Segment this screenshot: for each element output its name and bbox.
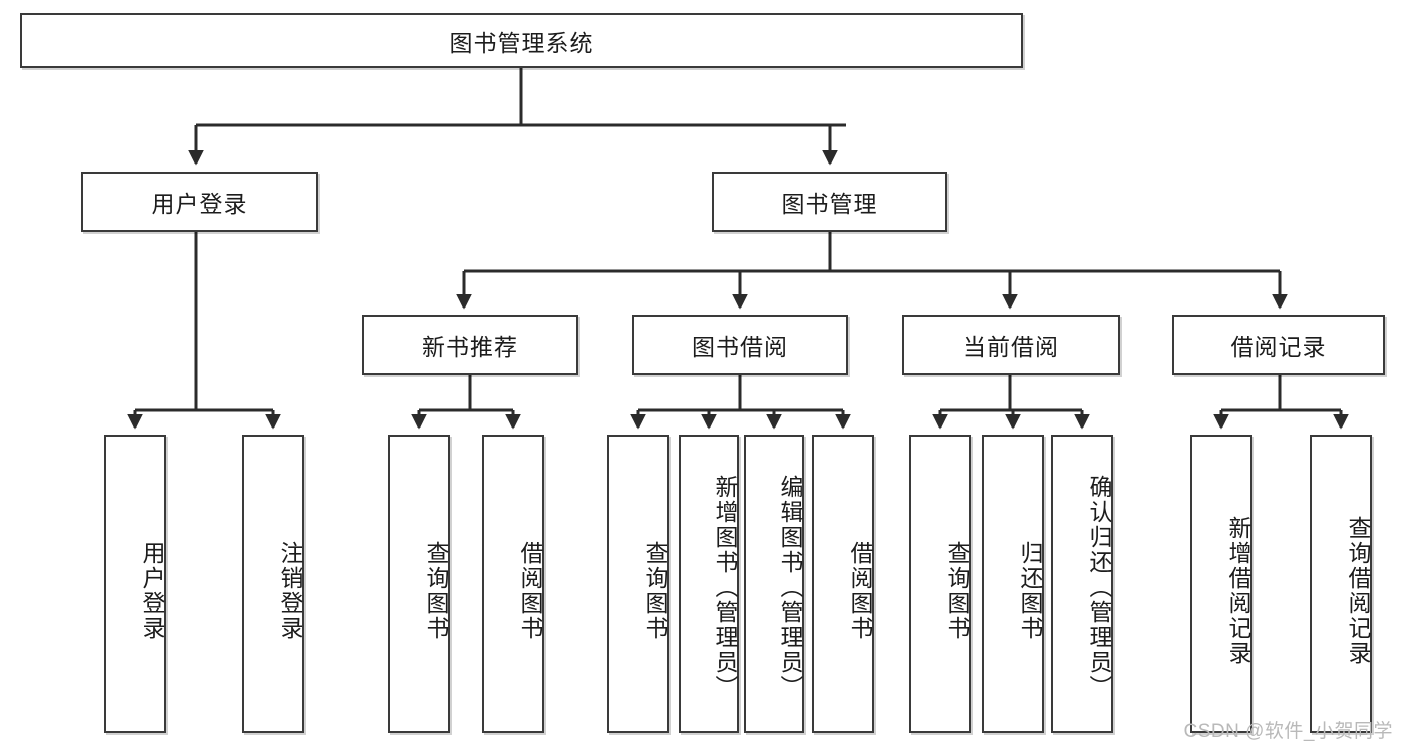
leaf-borrow-add-book[interactable]: 新增图书（管理员） [679,435,739,733]
node-book-borrow-label: 图书借阅 [692,334,788,360]
leaf-current-return-book[interactable]: 归还图书 [982,435,1044,733]
leaf-record-add[interactable]: 新增借阅记录 [1190,435,1252,733]
leaf-borrow-borrow-book-label: 借阅图书 [847,541,873,641]
csdn-watermark: CSDN @软件_小贺同学 [1183,721,1393,742]
node-borrow-record[interactable]: 借阅记录 [1172,315,1385,375]
node-user-login-label: 用户登录 [151,191,248,217]
leaf-logout[interactable]: 注销登录 [242,435,304,733]
leaf-record-add-label: 新增借阅记录 [1225,516,1251,666]
leaf-current-confirm-return-label: 确认归还（管理员） [1086,474,1112,700]
leaf-current-query-book[interactable]: 查询图书 [909,435,971,733]
leaf-borrow-query-book-label: 查询图书 [642,541,668,641]
node-root[interactable]: 图书管理系统 [20,13,1023,68]
leaf-borrow-query-book[interactable]: 查询图书 [607,435,669,733]
leaf-record-query[interactable]: 查询借阅记录 [1310,435,1372,733]
leaf-borrow-edit-book[interactable]: 编辑图书（管理员） [744,435,804,733]
leaf-borrow-add-book-label: 新增图书（管理员） [712,474,738,700]
leaf-current-confirm-return[interactable]: 确认归还（管理员） [1051,435,1113,733]
leaf-recommend-borrow-book-label: 借阅图书 [517,541,543,641]
leaf-recommend-query-book[interactable]: 查询图书 [388,435,450,733]
node-user-login[interactable]: 用户登录 [81,172,318,232]
node-book-manage[interactable]: 图书管理 [712,172,947,232]
leaf-user-login[interactable]: 用户登录 [104,435,166,733]
node-new-book-recommend[interactable]: 新书推荐 [362,315,578,375]
leaf-record-query-label: 查询借阅记录 [1345,516,1371,666]
node-root-label: 图书管理系统 [449,29,594,56]
leaf-recommend-query-book-label: 查询图书 [423,541,449,641]
leaf-borrow-edit-book-label: 编辑图书（管理员） [777,474,803,700]
leaf-recommend-borrow-book[interactable]: 借阅图书 [482,435,544,733]
node-current-borrow-label: 当前借阅 [963,334,1059,360]
node-new-book-recommend-label: 新书推荐 [422,334,518,360]
node-current-borrow[interactable]: 当前借阅 [902,315,1120,375]
leaf-logout-label: 注销登录 [277,541,303,641]
leaf-current-query-book-label: 查询图书 [944,541,970,641]
node-borrow-record-label: 借阅记录 [1230,334,1327,360]
leaf-user-login-label: 用户登录 [139,541,165,641]
node-book-manage-label: 图书管理 [781,191,878,217]
node-book-borrow[interactable]: 图书借阅 [632,315,848,375]
leaf-current-return-book-label: 归还图书 [1017,541,1043,641]
leaf-borrow-borrow-book[interactable]: 借阅图书 [812,435,874,733]
